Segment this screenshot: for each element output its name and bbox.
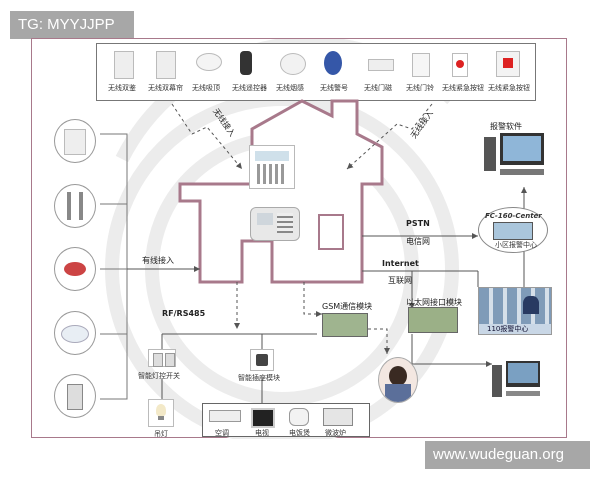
device-label-4: 无线遥控器: [232, 84, 267, 92]
device-label-10: 无线紧急按钮: [488, 84, 530, 92]
label-pstn: PSTN: [406, 219, 430, 228]
device-curtain-icon: [156, 51, 176, 79]
smart-light-switch-icon: [148, 349, 176, 367]
wireless-arrow-left: [171, 103, 243, 170]
label-telecom: 电信网: [406, 237, 430, 246]
alarm-software-pc: [484, 133, 546, 177]
ethernet-module-board: [408, 307, 458, 333]
label-ethernet-module: 以太网接口模块: [406, 298, 462, 307]
house-outline: [178, 99, 384, 284]
device-remote-icon: [240, 51, 252, 75]
device-siren-icon: [324, 51, 342, 75]
device-emergency-button-2-icon: [496, 51, 520, 77]
label-internet: Internet: [382, 259, 419, 268]
label-rs485: RF/RS485: [162, 309, 206, 318]
device-doorbell-icon: [412, 53, 430, 77]
label-gsm-module: GSM通信模块: [322, 302, 373, 311]
watermark-bottom-right: www.wudeguan.org: [425, 441, 590, 469]
sensor-beam-icon: [54, 184, 96, 228]
top-device-icons: 无线双鉴 无线双幕帘 无线吸顶 无线遥控器 无线烟感 无线警号 无线门磁 无线门…: [100, 47, 532, 99]
device-label-9: 无线紧急按钮: [442, 84, 484, 92]
device-label-8: 无线门铃: [406, 84, 434, 92]
appliance-label-4: 微波炉: [325, 429, 346, 437]
sensor-camera-icon: [54, 374, 96, 418]
smart-appliance-module-icon: [250, 349, 274, 371]
sensor-panic-icon: [54, 247, 96, 291]
microwave-icon: [323, 408, 353, 426]
device-label-2: 无线双幕帘: [148, 84, 183, 92]
device-label-1: 无线双鉴: [108, 84, 136, 92]
device-label-6: 无线警号: [320, 84, 348, 92]
center-title: FC-160-Center: [485, 212, 542, 220]
rice-cooker-icon: [289, 408, 309, 426]
community-center: FC-160-Center 小区报警中心: [478, 207, 548, 253]
tv-icon: [251, 408, 275, 428]
house-window: [318, 214, 344, 250]
appliance-label-1: 空调: [215, 429, 229, 437]
device-door-contact-icon: [368, 59, 394, 71]
device-label-5: 无线烟感: [276, 84, 304, 92]
appliance-label-3: 电饭煲: [289, 429, 310, 437]
label-bottom-light: 吊灯: [154, 430, 168, 438]
device-dual-tech-icon: [114, 51, 134, 79]
gsm-module-board: [322, 313, 368, 337]
diagram-frame: 无线双鉴 无线双幕帘 无线吸顶 无线遥控器 无线烟感 无线警号 无线门磁 无线门…: [31, 38, 567, 439]
alarm-keypad: [250, 207, 300, 241]
device-smoke-icon: [280, 53, 306, 75]
sensor-pir-icon: [54, 119, 96, 163]
appliance-strip: 空调 电视 电饭煲 微波炉: [202, 403, 370, 437]
device-emergency-button-icon: [452, 53, 468, 77]
device-ceiling-icon: [196, 53, 222, 71]
center-sub: 小区报警中心: [495, 241, 537, 249]
alarm-panel-lcd: [249, 145, 295, 189]
device-label-3: 无线吸顶: [192, 84, 220, 92]
label-wired-access: 有线接入: [142, 256, 174, 265]
label-smart-light-switch: 智能灯控开关: [138, 372, 180, 380]
appliance-label-2: 电视: [255, 429, 269, 437]
label-internet-cn: 互联网: [388, 276, 412, 285]
label-alarm-software: 报警软件: [490, 122, 522, 131]
watermark-top-left: TG: MYYJJPP: [10, 11, 134, 39]
sensor-ceiling-icon: [54, 311, 96, 355]
light-bulb-icon: [148, 399, 174, 427]
label-smart-appliance-module: 智能插座模块: [238, 374, 280, 382]
police-center-label: 110报警中心: [487, 325, 529, 333]
device-label-7: 无线门磁: [364, 84, 392, 92]
operator-phone: [378, 357, 418, 403]
air-conditioner-icon: [209, 410, 241, 422]
remote-monitor-pc: [492, 361, 540, 401]
police-center: 110报警中心: [478, 287, 552, 335]
